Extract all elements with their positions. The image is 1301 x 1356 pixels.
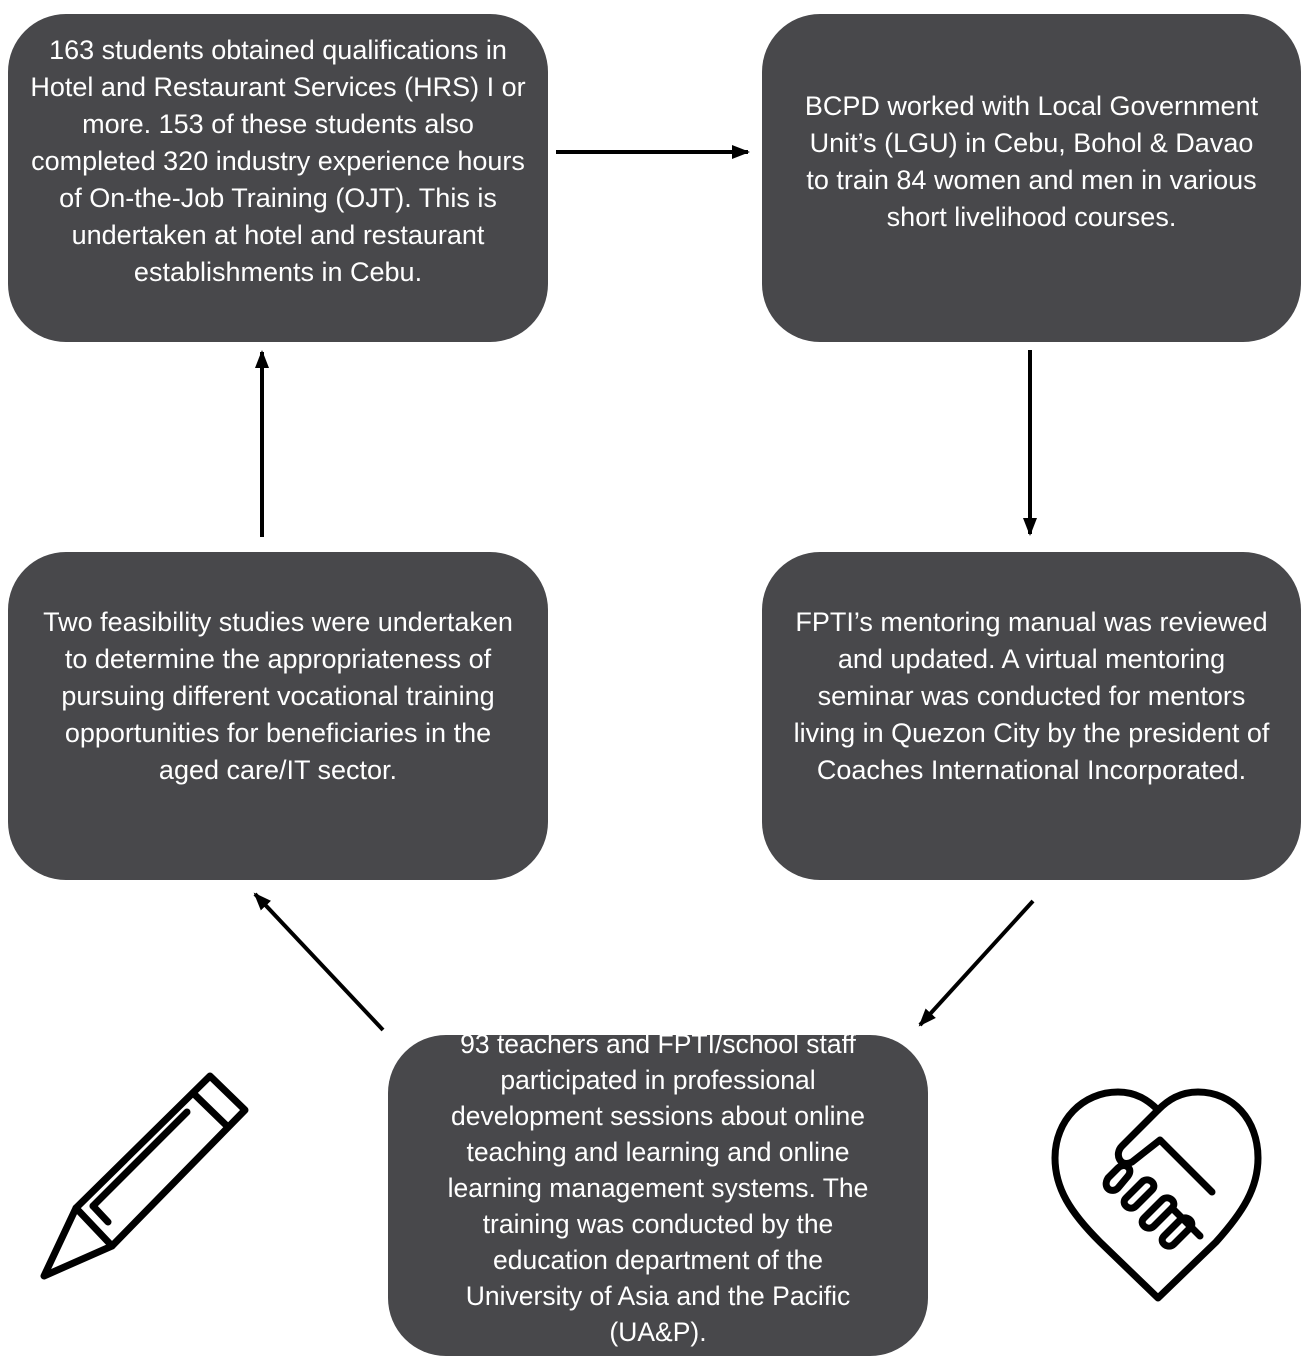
step-text: 163 students obtained qualifications in … <box>30 34 526 287</box>
step-text: FPTI’s mentoring manual was reviewed and… <box>793 606 1270 785</box>
step-box-hrs-qualifications: 163 students obtained qualifications in … <box>8 14 548 342</box>
arrow-b4-to-b5 <box>253 892 385 1032</box>
pencil-icon <box>40 1072 249 1280</box>
step-box-teacher-development: 93 teachers and FPTI/school staff partic… <box>388 1029 928 1356</box>
step-box-mentoring-manual: FPTI’s mentoring manual was reviewed and… <box>762 552 1301 880</box>
handshake-heart-icon <box>1051 1088 1262 1302</box>
step-box-feasibility-studies: Two feasibility studies were undertaken … <box>8 552 548 880</box>
step-text: 93 teachers and FPTI/school staff partic… <box>447 1029 869 1347</box>
step-text: BCPD worked with Local Government Unit’s… <box>804 91 1259 232</box>
step-text: Two feasibility studies were undertaken … <box>43 606 513 785</box>
step-box-lgu-livelihood: BCPD worked with Local Government Unit’s… <box>762 14 1301 342</box>
arrow-b3-to-b4 <box>918 899 1035 1027</box>
